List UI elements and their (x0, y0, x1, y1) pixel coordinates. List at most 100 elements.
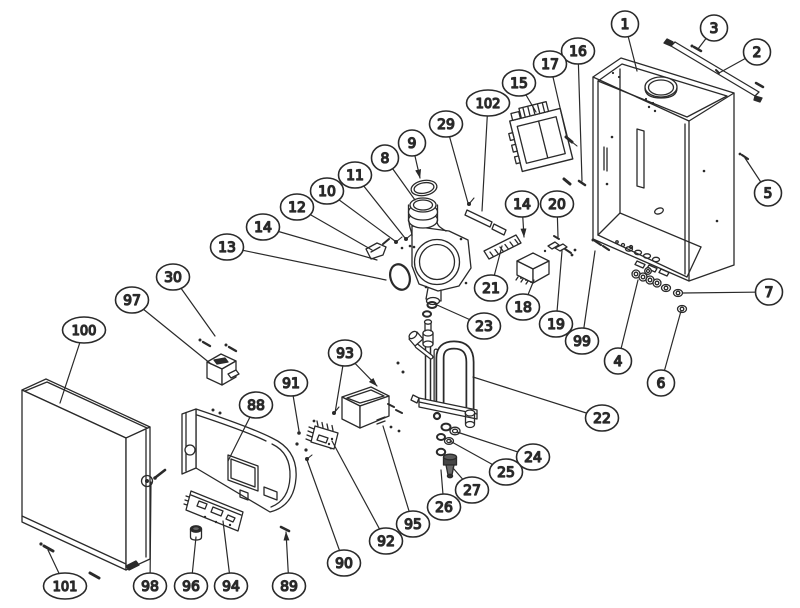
callout-number-7: 7 (765, 285, 774, 301)
leader-line-102 (481, 102, 489, 212)
base-panel-holes (615, 207, 670, 277)
leader-line-99 (581, 250, 596, 342)
callout-26: 26 (426, 493, 462, 521)
leader-line-97 (131, 299, 212, 365)
callout-number-17: 17 (541, 57, 559, 73)
callout-14a: 14 (245, 213, 281, 241)
callout-number-6: 6 (657, 376, 666, 392)
callout-12: 12 (279, 193, 315, 221)
callout-number-3: 3 (710, 21, 719, 37)
callout-97: 97 (114, 286, 150, 314)
leader-line-4 (617, 279, 639, 362)
drain-valve-26-27 (435, 447, 458, 479)
grommets (631, 267, 688, 314)
leader-line-7 (682, 291, 770, 294)
callout-30: 30 (155, 263, 191, 291)
callout-27: 27 (454, 476, 490, 504)
callout-number-27: 27 (463, 483, 481, 499)
leader-line-95 (382, 425, 414, 525)
display-pcb-94 (183, 490, 244, 532)
panel-screws-89-90-91 (279, 419, 333, 533)
rim-slot (603, 146, 608, 172)
clamp-bracket-12 (365, 238, 390, 260)
callout-8: 8 (370, 144, 400, 172)
callout-102: 102 (465, 89, 511, 117)
callout-14b: 14 (504, 190, 540, 218)
callout-number-99: 99 (573, 334, 591, 350)
callout-number-94: 94 (222, 579, 240, 595)
casing-holes (605, 71, 719, 223)
callout-number-29: 29 (437, 117, 455, 133)
flue-collar (644, 76, 678, 99)
callout-4: 4 (603, 347, 633, 375)
callout-number-8: 8 (381, 151, 390, 167)
callout-number-2: 2 (753, 45, 762, 61)
callout-number-102: 102 (476, 97, 501, 112)
callout-29: 29 (428, 110, 464, 138)
leader-line-13 (226, 246, 387, 281)
clip-98 (140, 468, 167, 488)
callout-19: 19 (538, 310, 574, 338)
callout-number-4: 4 (614, 354, 623, 370)
callout-91: 91 (273, 369, 309, 397)
washers-24-25 (436, 422, 461, 446)
leader-line-16 (577, 50, 583, 182)
callout-7: 7 (754, 278, 784, 306)
o-ring-13 (389, 263, 411, 291)
callout-number-21: 21 (482, 281, 500, 297)
callout-number-92: 92 (377, 534, 395, 550)
callout-18: 18 (505, 293, 541, 321)
callout-94: 94 (213, 572, 249, 600)
callout-21: 21 (473, 274, 509, 302)
leader-line-14a (262, 226, 378, 261)
callout-number-5: 5 (764, 186, 773, 202)
pipe-assembly (408, 319, 478, 429)
callout-13: 13 (209, 233, 245, 261)
callout-90: 90 (326, 549, 362, 577)
callout-number-9: 9 (408, 136, 417, 152)
mounting-rail (663, 38, 763, 103)
callout-3: 3 (699, 14, 729, 42)
callout-1: 1 (610, 10, 640, 38)
callout-number-18: 18 (514, 300, 532, 316)
callout-number-90: 90 (335, 556, 353, 572)
casing-screws-99 (591, 238, 611, 252)
callout-number-22: 22 (593, 411, 611, 427)
control-panel-housing (181, 408, 297, 513)
callout-number-15: 15 (510, 76, 528, 92)
callout-93: 93 (327, 339, 363, 367)
callout-11: 11 (337, 161, 373, 189)
callout-92: 92 (368, 527, 404, 555)
display-pcb-92 (305, 420, 339, 450)
callout-number-13: 13 (218, 240, 236, 256)
callout-number-100: 100 (72, 324, 97, 339)
callout-number-1: 1 (621, 17, 630, 33)
back-panel-slot (636, 128, 645, 189)
callout-number-30: 30 (164, 270, 182, 286)
leader-line-90 (306, 459, 345, 564)
bracket-19-20 (543, 235, 577, 257)
strip-102 (464, 209, 507, 236)
callout-24: 24 (515, 443, 551, 471)
callout-17: 17 (532, 50, 568, 78)
callout-number-10: 10 (318, 184, 336, 200)
callout-89: 89 (271, 572, 307, 600)
display-housing-95 (341, 386, 390, 429)
callout-number-11: 11 (346, 168, 364, 184)
callout-number-101: 101 (53, 580, 78, 595)
callout-number-97: 97 (123, 293, 141, 309)
callout-number-14a: 14 (254, 220, 272, 236)
callout-100: 100 (61, 316, 107, 344)
callout-88: 88 (238, 391, 274, 419)
callout-99: 99 (564, 327, 600, 355)
callout-number-98: 98 (141, 579, 159, 595)
leader-line-22 (472, 376, 603, 419)
callout-101: 101 (42, 572, 88, 600)
callout-number-23: 23 (475, 319, 493, 335)
callout-number-14b: 14 (513, 197, 531, 213)
callout-10: 10 (309, 177, 345, 205)
cabinet-casing (591, 57, 750, 282)
front-panel (21, 378, 151, 571)
